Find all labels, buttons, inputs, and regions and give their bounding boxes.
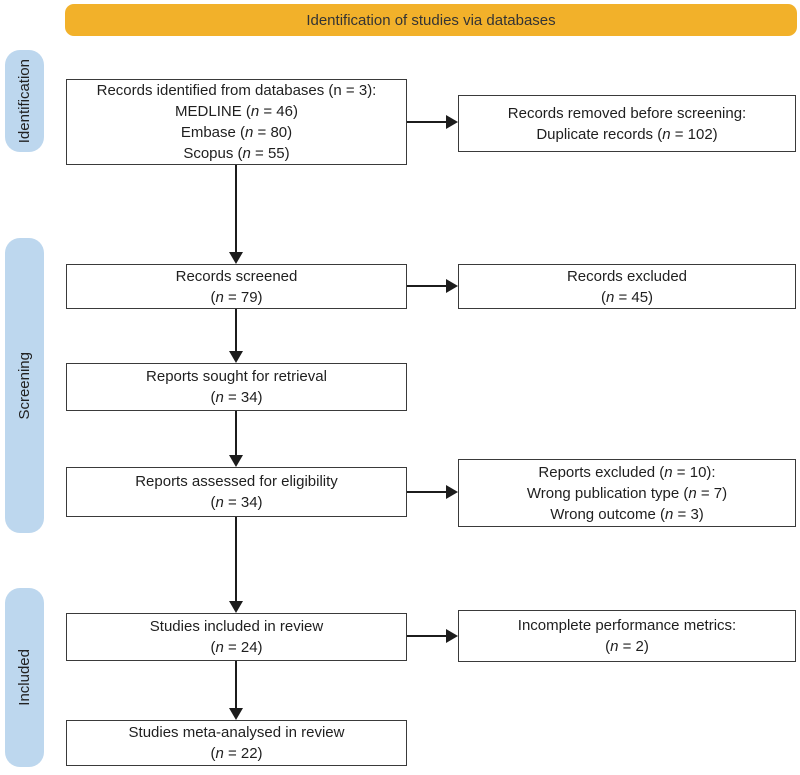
box-line: (n = 34) [210, 494, 263, 511]
stage-pill-identification: Identification [5, 50, 44, 152]
arrow-right-assessed-to-reports-excluded [407, 485, 458, 499]
stage-pill-included: Included [5, 588, 44, 767]
arrow-shaft [407, 491, 447, 493]
box-line: (n = 2) [605, 638, 649, 655]
box-records-removed-before-screening: Records removed before screening: Duplic… [458, 95, 796, 152]
arrow-head-right-icon [446, 485, 458, 499]
banner-identification-of-studies: Identification of studies via databases [65, 4, 797, 36]
arrow-right-screened-to-excluded [407, 279, 458, 293]
box-line: Wrong outcome (n = 3) [550, 505, 704, 523]
box-line: Records excluded [566, 267, 688, 285]
box-line: Incomplete performance metrics: [517, 617, 737, 634]
box-line: (n = 22) [210, 745, 263, 762]
arrow-head-right-icon [446, 629, 458, 643]
arrow-shaft [235, 165, 237, 253]
box-line: Studies included in review [149, 618, 324, 635]
stage-pill-screening: Screening [5, 238, 44, 533]
arrow-shaft [235, 309, 237, 352]
box-reports-sought: Reports sought for retrieval (n = 34) [66, 363, 407, 411]
box-incomplete-performance-metrics: Incomplete performance metrics: (n = 2) [458, 610, 796, 662]
stage-label-included: Included [16, 649, 33, 706]
arrow-down-identified-to-screened [229, 165, 243, 264]
box-records-identified: Records identified from databases (n = 3… [66, 79, 407, 165]
arrow-head-down-icon [229, 455, 243, 467]
box-line: Reports assessed for eligibility [135, 473, 338, 490]
arrow-down-sought-to-assessed [229, 411, 243, 467]
box-line: Records removed before screening: [507, 104, 747, 122]
box-line: Reports excluded (n = 10): [538, 463, 716, 481]
arrow-head-down-icon [229, 351, 243, 363]
stage-label-identification: Identification [16, 58, 33, 144]
box-reports-assessed: Reports assessed for eligibility (n = 34… [66, 467, 407, 517]
arrow-head-down-icon [229, 708, 243, 720]
box-line: (n = 45) [600, 288, 654, 306]
box-records-excluded: Records excluded (n = 45) [458, 264, 796, 309]
box-line: Duplicate records (n = 102) [536, 125, 718, 143]
stage-label-screening: Screening [16, 351, 33, 420]
arrow-head-right-icon [446, 115, 458, 129]
box-studies-meta-analysed: Studies meta-analysed in review (n = 22) [66, 720, 407, 766]
box-line: MEDLINE (n = 46) [175, 103, 298, 120]
arrow-down-screened-to-sought [229, 309, 243, 363]
arrow-right-included-to-incomplete-metrics [407, 629, 458, 643]
arrow-shaft [235, 661, 237, 709]
arrow-head-down-icon [229, 601, 243, 613]
box-studies-included: Studies included in review (n = 24) [66, 613, 407, 661]
box-reports-excluded: Reports excluded (n = 10): Wrong publica… [458, 459, 796, 527]
arrow-shaft [407, 121, 447, 123]
arrow-shaft [235, 517, 237, 602]
arrow-right-identified-to-removed [407, 115, 458, 129]
arrow-shaft [407, 285, 447, 287]
box-line: (n = 24) [210, 639, 263, 656]
box-records-screened: Records screened (n = 79) [66, 264, 407, 309]
arrow-head-right-icon [446, 279, 458, 293]
box-line: Scopus (n = 55) [183, 145, 290, 162]
box-line: Records identified from databases (n = 3… [96, 82, 377, 99]
arrow-shaft [235, 411, 237, 456]
box-line: (n = 34) [210, 389, 263, 406]
arrow-down-assessed-to-included [229, 517, 243, 613]
arrow-head-down-icon [229, 252, 243, 264]
arrow-shaft [407, 635, 447, 637]
box-line: Records screened [175, 267, 298, 285]
box-line: (n = 79) [210, 288, 263, 306]
box-line: Reports sought for retrieval [146, 368, 327, 385]
box-line: Studies meta-analysed in review [128, 724, 345, 741]
arrow-down-included-to-meta-analysed [229, 661, 243, 720]
box-line: Wrong publication type (n = 7) [526, 484, 728, 502]
box-line: Embase (n = 80) [180, 124, 293, 141]
